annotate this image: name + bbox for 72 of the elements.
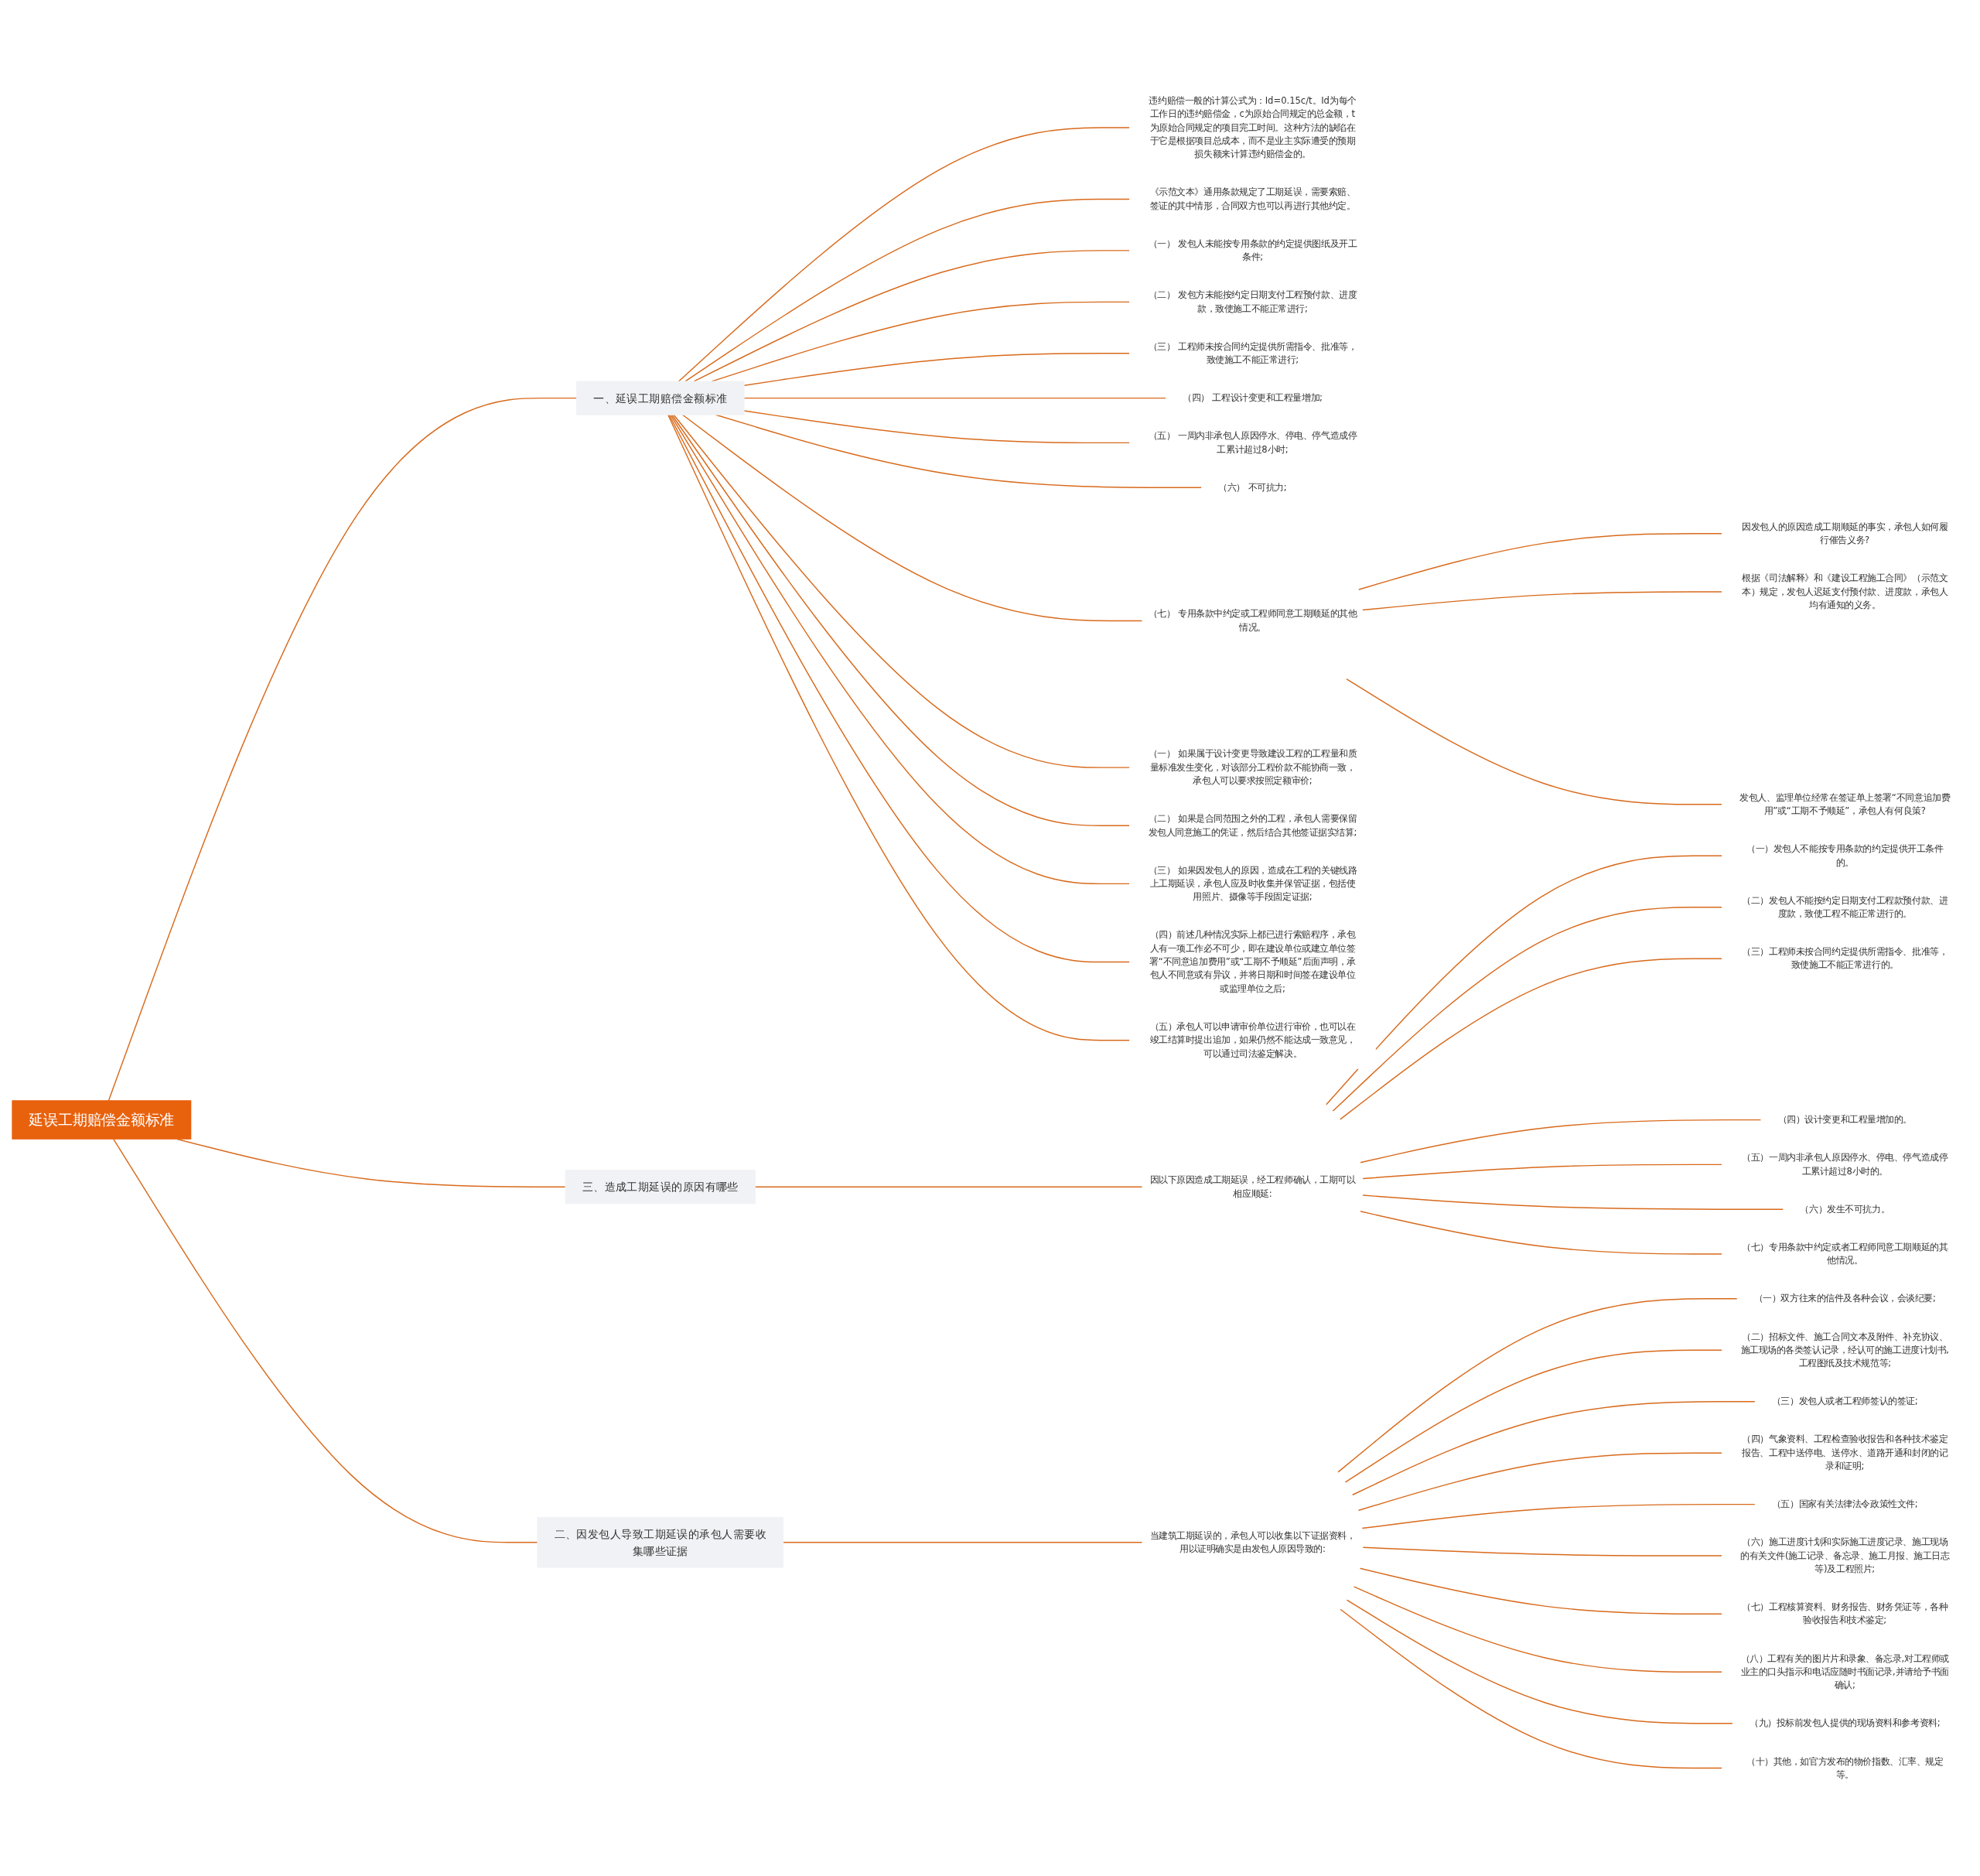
- connector: [743, 410, 1131, 444]
- node-text: （二） 如果是合同范围之外的工程，承包人需要保留发包人同意施工的凭证，然后结合其他签证据实结算;: [1148, 813, 1357, 838]
- connector: [1362, 1194, 1784, 1211]
- node-box: [565, 1170, 756, 1205]
- node-text: （四）气象资料、工程检查验收报告和各种技术鉴定报告、工程中送停电、送停水、道路开通和封闭的记录和证明;: [1742, 1433, 1948, 1472]
- node-text: （一） 如果属于设计变更导致建设工程的工程量和质量标准发生变化，对该部分工程价款不能协商一致，承包人可以要求按照定额审价;: [1148, 748, 1357, 787]
- node-box: [537, 1517, 784, 1568]
- node-text: 违约赔偿一般的计算公式为：Id=0.15c/t。Id为每个工作日的违约赔偿金，c为原始合同规定的总金额，t为原始合同规定的项目完工时间。这种方法的缺陷在于它是根据项目总成本，而不是业主实际遭受的预期损失额来计算违约赔偿金的。: [1149, 95, 1357, 160]
- node-text: （四） 工程设计变更和工程量增加;: [1183, 392, 1323, 404]
- connector: [684, 198, 1131, 382]
- connector: [1359, 1567, 1723, 1615]
- node-text: （二） 发包方未能按约定日期支付工程预付款、进度款，致使施工不能正常进行;: [1148, 289, 1357, 314]
- node-text: 《示范文本》通用条款规定了工期延误，需要索赔、签证的其中情形，合同双方也可以再进行其他约定。: [1149, 186, 1356, 211]
- connector: [1357, 1452, 1723, 1512]
- node-text: （三） 工程师未按合同约定提供所需指令、批准等，致使施工不能正常进行;: [1148, 341, 1357, 366]
- node-text: （六）发生不可抗力。: [1800, 1204, 1890, 1215]
- node-text: （七） 专用条款中约定或工程师同意工期顺延的其他情况。: [1148, 608, 1357, 633]
- node-text: 发包人、监理单位经常在签证单上签署“不同意追加费用”或“工期不予顺延”，承包人有何良策?: [1739, 792, 1951, 817]
- connector: [754, 1186, 1143, 1188]
- connector: [681, 414, 1143, 622]
- node-text: （六） 不可抗力;: [1218, 482, 1287, 493]
- node-text: （四）设计变更和工程量增加的。: [1777, 1114, 1912, 1126]
- node-text: （二）招标文件、施工合同文本及附件、补充协议、施工现场的各类签认记录，经认可的施工进度计划书,工程图纸及技术规范等;: [1740, 1331, 1950, 1369]
- connector: [1344, 1349, 1723, 1483]
- node-text: （一）双方往来的信件及各种会议，会谈纪要;: [1753, 1293, 1936, 1304]
- node-text: （五） 一周内非承包人原因停水、停电、停气造成停工累计超过8小时;: [1148, 430, 1357, 455]
- node-text: （七）专用条款中约定或者工程师同意工期顺延的其他情况。: [1742, 1242, 1948, 1266]
- connector: [1361, 591, 1723, 611]
- connector: [1361, 1504, 1756, 1529]
- node-text: 根据《司法解释》和《建设工程施工合同》（示范文本）规定，发包人迟延支付预付款、进度款，承包人均有通知的义务。: [1742, 572, 1948, 610]
- connector: [1359, 1119, 1762, 1164]
- node-text: 当建筑工期延误的，承包人可以收集以下证据资料，用以证明确实是由发包人原因导致的:: [1149, 1530, 1356, 1555]
- node-text: （六）施工进度计划和实际施工进度记录、施工现场的有关文件(施工记录、备忘录、施工月报、施工日志等)及工程照片;: [1740, 1536, 1950, 1575]
- connector: [1362, 1546, 1723, 1556]
- connector: [1357, 533, 1723, 591]
- node-text: （五）承包人可以申请审价单位进行审价，也可以在竣工结算时提出追加，如果仍然不能达成一致意见，可以通过司法鉴定解决。: [1149, 1021, 1356, 1059]
- node-text: 因发包人的原因造成工期顺延的事实，承包人如何履行催告义务?: [1742, 521, 1948, 546]
- connector: [783, 1542, 1143, 1543]
- node-text: （五）国家有关法律法令政策性文件;: [1771, 1498, 1918, 1510]
- connector: [1359, 1211, 1723, 1255]
- node-text: （四）前述几种情况实际上都已进行索赔程序，承包人有一项工作必不可少，即在建设单位或建立单位签署“不同意追加费用”或“工期不予顺延”后面声明，承包人不同意或有异议，并将日期和时间签在建设单位或监理单位之后;: [1149, 929, 1356, 994]
- connector: [693, 250, 1131, 382]
- connector: [1351, 1401, 1756, 1496]
- node-text: （二）发包人不能按约定日期支付工程款预付款、进度款，致使工程不能正常进行的。: [1742, 895, 1948, 920]
- connector: [1337, 1298, 1738, 1474]
- node-box: [12, 1100, 192, 1140]
- node-text: （三）工程师未按合同约定提供所需指令、批准等，致使施工不能正常进行的。: [1742, 946, 1948, 971]
- node-text: （三） 如果因发包人的原因，造成在工程的关键线路上工期延误，承包人应及时收集并保管证据，包括使用照片、摄像等手段固定证据;: [1148, 865, 1357, 903]
- node-text: （七）工程核算资料、财务报告、财务凭证等，各种验收报告和技术鉴定;: [1742, 1601, 1948, 1626]
- node-text: （一）发包人不能按专用条款的约定提供开工条件的。: [1746, 843, 1944, 868]
- connector: [678, 127, 1131, 382]
- connector: [1325, 855, 1723, 1105]
- mind-map: 延误工期赔偿金额标准 一、延误工期赔偿金额标准 违约赔偿一般的计算公式为：Id=0.15c/t。Id为每个工作日的违约赔偿金，c为原始合同规定的总金额，t为原始合同规定的项目完工时间。这种方法的缺陷在于它是根据项目总成本，而不是业主实际遭受的预期损失额来计算违约赔偿金的。 《示范文本》通用条款规定了工期延误，需要索赔、签证的其中情形，合同双方也可以再进行其他约定。 （一） 发包人未能按专用条款的约定提供图纸及开工条件; （二） 发包方未能按约定日期支付工程预付款、进度款，致使施工不能正常进行; （三） 工程师未按合同约定提供所需指令、批准等，致使施工不能正常进行; （四） 工程设计变更和工程量增加; （五） 一周内非承包人原因停水、停电、停气造成停工累计超过8小时; （六） 不可抗力; （七） 专用条款中约定或工程师同意工期顺延的其他情况。 因发包人的原因造成工期顺延的事实，承包人如何履行催告义务? 根据《司法解释》和《建设工程施工合同》（示范文本）规定，发包人迟延支付预付款、进度款，承包人均有通知的义务。 发包人、监理单位经常在签证单上签署“不同意追加费用”或“工期不予顺延”，承包人有何良策? （一） 如果属于设计变更导致建设工程的工程量和质量标准发生变化，对该部分工程价款不能协商一致，承包人可以要求按照定额审价; （二） 如果是合同范围之外的工程，承包人需要保留发包人同意施工的凭证，然后结合其他签证据实结算; （三） 如果因发包人的原因，造成在工程的关键线路上工期延误，承包人应及时收集并保管证据，包括使用照片、摄像等手段固定证据; （四）前述几种情况实际上都已进行索赔程序，承包人有一项工作必不可少，即在建设单位或建立单位签署“不同意追加费用”或“工期不予顺延”后面声明，承包人不同意或有异议，并将日期和时间签在建设单位或监理单位之后; （五）承包人可以申请审价单位进行审价，也可以在竣工结算时提出追加，如果仍然不能达成一致意见，可以通过司法鉴定解决。 三、造成工期延误的原因有哪些 因以下原因造成工期延误，经工程师确认，工期可以相应顺延: （一）发包人不能按专用条款的约定提供开工条件的。 （二）发包人不能按约定日期支付工程款预付款、进度款，致使工程不能正常进行的。 （三）工程师未按合同约定提供所需指令、批准等，致使施工不能正常进行的。 （四）设计变更和工程量增加的。 （五）一周内非承包人原因停水、停电、停气造成停工累计超过8小时的。 （六）发生不可抗力。 （七）专用条款中约定或者工程师同意工期顺延的其他情况。 二、因发包人导致工期延误的承包人需要收集哪些证据 当建筑工期延误的，承包人可以收集以下证据资料，用以证明确实是由发包人原因导致的: （一）双方往来的信件及各种会议，会谈纪要; （二）招标文件、施工合同文本及附件、补充协议、施工现场的各类签认记录，经认可的施工进度计划书,工程图纸及技术规范等; （三）发包人或者工程师签认的签证; （四）气象资料、工程检查验收报告和各种技术鉴定报告、工程中送停电、送停水、道路开通和封闭的记录和证明; （五）国家有关法律法令政策性文件; （六）施工进度计划和实际施工进度记录、施工现场的有关文件(施工记录、备忘录、施工月报、施工日志等)及工程照片; （七）工程核算资料、财务报告、财务凭证等，各种验收报告和技术鉴定; （八）工程有关的图片片和录象、备忘录,对工程师或业主的口头指示和电话应随时书面记录,并请给予书面确认; （九）投标前发包人提供的现场资料和参考资料; （十）其他，如官方发布的物价指数、汇率、规定等。: [8, 81, 1972, 1795]
- connector: [1339, 958, 1723, 1121]
- node-text: （一） 发包人未能按专用条款的约定提供图纸及开工条件;: [1148, 238, 1357, 263]
- node-box: [576, 381, 745, 415]
- connector: [1353, 1586, 1723, 1673]
- connector: [743, 353, 1131, 387]
- connector: [113, 1139, 538, 1543]
- node-text: （十）其他，如官方发布的物价指数、汇率、规定等。: [1746, 1755, 1944, 1780]
- connector: [108, 398, 578, 1102]
- connector: [1346, 1599, 1733, 1724]
- node-text: （八）工程有关的图片片和录象、备忘录,对工程师或业主的口头指示和电话应随时书面记录,并请给予书面确认;: [1740, 1653, 1950, 1691]
- connector: [1362, 1164, 1723, 1180]
- node-text: （五）一周内非承包人原因停水、停电、停气造成停工累计超过8小时的。: [1742, 1152, 1948, 1177]
- node-text: （九）投标前发包人提供的现场资料和参考资料;: [1749, 1717, 1941, 1729]
- connector: [1332, 907, 1723, 1112]
- node-text: 因以下原因造成工期延误，经工程师确认，工期可以相应顺延:: [1149, 1174, 1356, 1199]
- node-text: （三）发包人或者工程师签认的签证;: [1771, 1396, 1918, 1407]
- connector: [743, 398, 1167, 399]
- connector: [1346, 678, 1723, 805]
- connector: [1340, 1608, 1723, 1769]
